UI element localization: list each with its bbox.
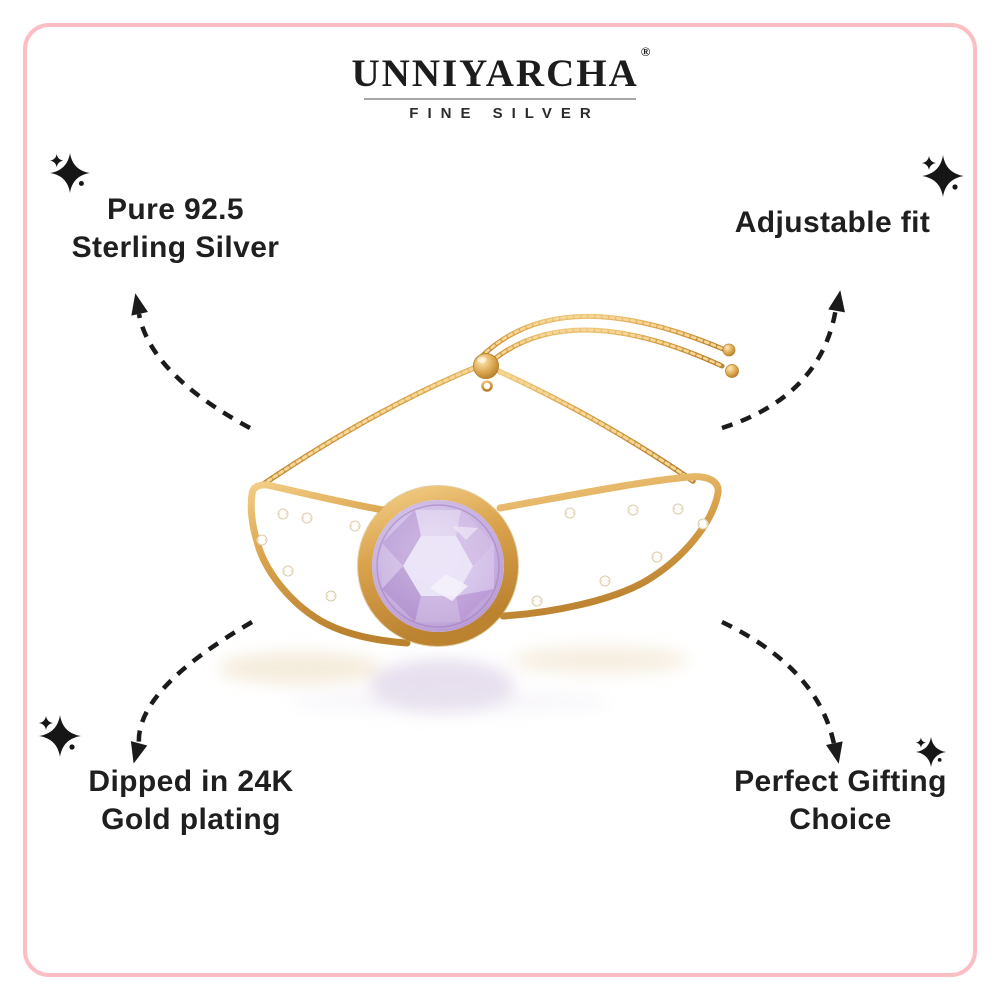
callout-arrows bbox=[136, 307, 839, 745]
brand-name: UNNIYARCHA® bbox=[351, 45, 651, 95]
brand-tagline: FINE SILVER bbox=[409, 104, 600, 122]
feature-label-gold-plating: Dipped in 24K Gold plating bbox=[88, 765, 294, 836]
bracelet-chain bbox=[259, 313, 726, 488]
brand-logo: UNNIYARCHA® FINE SILVER bbox=[0, 45, 1000, 122]
slider-bead bbox=[473, 353, 499, 392]
feature-label-gifting-choice: Perfect Gifting Choice bbox=[734, 765, 947, 836]
chain-end-balls bbox=[722, 343, 739, 378]
registered-trademark-icon: ® bbox=[640, 44, 651, 59]
bracelet-right-wing bbox=[496, 473, 722, 620]
callout-arrowheads bbox=[130, 290, 845, 764]
sparkle-icon bbox=[38, 715, 81, 757]
brand-underline bbox=[364, 97, 636, 100]
arrow-bottom-right bbox=[721, 619, 837, 745]
arrow-bottom-left bbox=[136, 620, 254, 745]
brand-name-text: UNNIYARCHA bbox=[351, 52, 639, 95]
feature-label-sterling-silver: Pure 92.5 Sterling Silver bbox=[71, 193, 280, 264]
arrow-top-left bbox=[136, 313, 252, 430]
sparkle-icon bbox=[49, 153, 90, 193]
center-gemstone bbox=[357, 485, 519, 647]
bracelet-reflection bbox=[218, 646, 688, 713]
arrow-top-right bbox=[721, 307, 839, 431]
sparkle-icon bbox=[921, 155, 964, 197]
feature-label-adjustable-fit: Adjustable fit bbox=[734, 206, 931, 239]
